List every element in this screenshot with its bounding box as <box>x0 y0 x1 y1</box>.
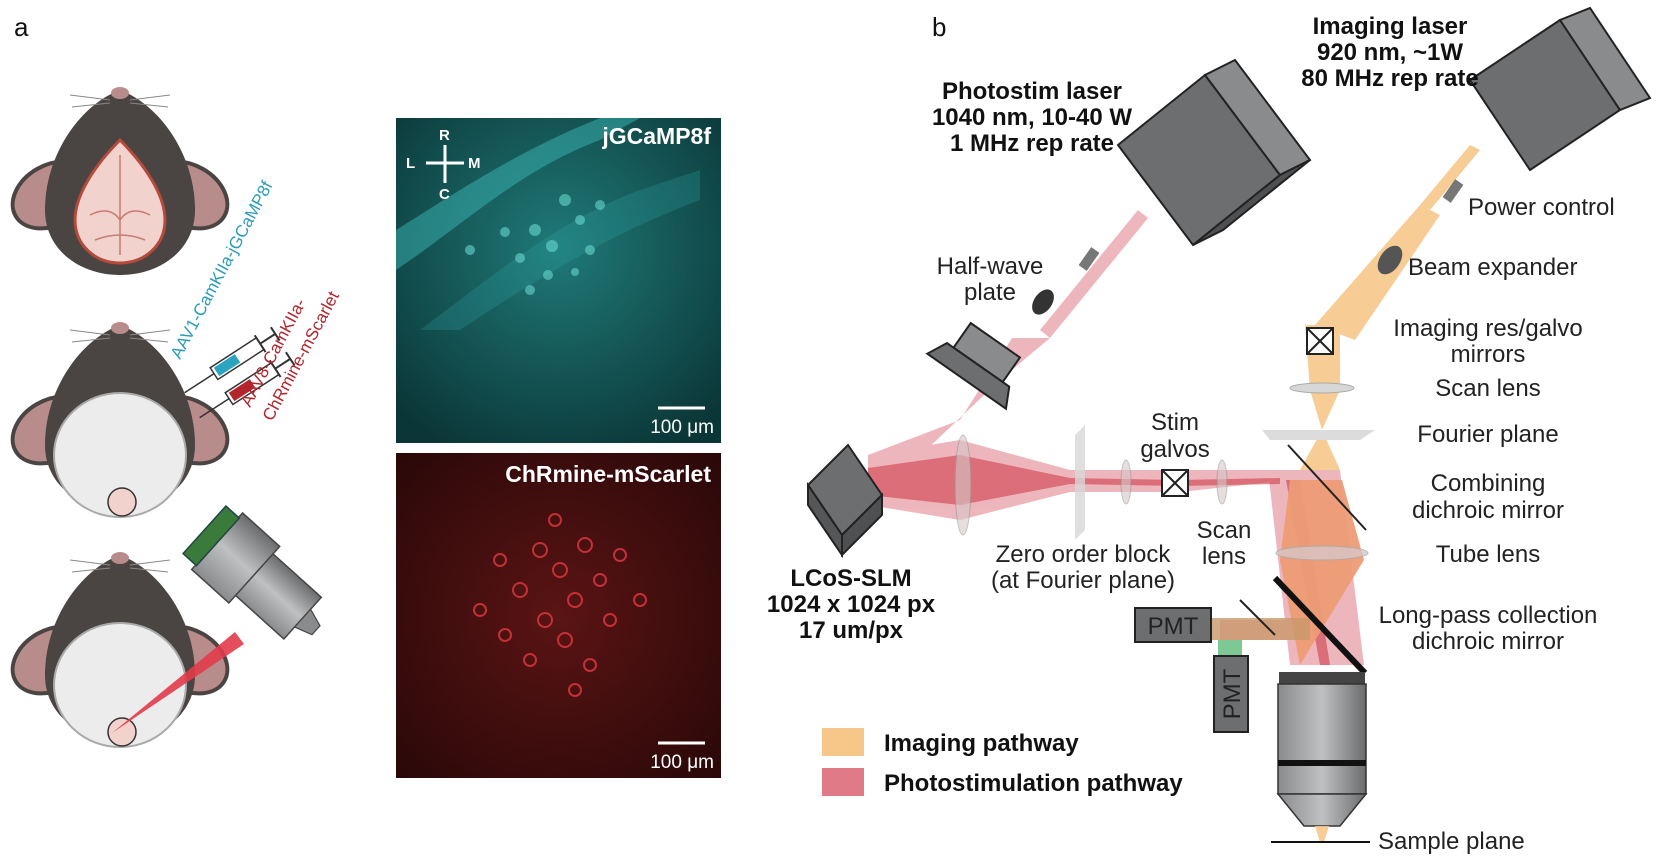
sample-plane-label: Sample plane <box>1378 828 1525 855</box>
pmt-icon: PMT <box>1134 607 1212 643</box>
fourier-plane-label: Fourier plane <box>1417 421 1558 448</box>
half-wave-line2: plate <box>964 279 1016 306</box>
legend: Imaging pathway Photostimulation pathway <box>822 728 1183 797</box>
imaging-laser-line1: Imaging laser <box>1313 13 1468 40</box>
lens-icon <box>1216 459 1228 505</box>
micrograph-title-top: jGCaMP8f <box>601 123 711 149</box>
laser-icon <box>1468 6 1652 172</box>
panel-letter-a: a <box>14 12 29 42</box>
laser-beam <box>112 632 244 733</box>
zero-order-line2: (at Fourier plane) <box>991 567 1175 594</box>
orientation-c: C <box>439 186 450 203</box>
imaging-mirrors-line1: Imaging res/galvo <box>1393 315 1582 342</box>
mirror-icon <box>1306 327 1334 355</box>
orientation-r: R <box>439 127 450 144</box>
lens-icon <box>1120 459 1132 505</box>
zero-order-block-icon <box>1075 425 1085 540</box>
collection-beam <box>1210 618 1310 640</box>
mirror-icon <box>1161 469 1189 497</box>
objective-icon <box>182 504 323 641</box>
scan-lens-imaging-label: Scan lens <box>1435 375 1540 402</box>
photostim-laser-line1: Photostim laser <box>942 78 1122 105</box>
scale-bar-label-bottom: 100 μm <box>650 752 714 773</box>
imaging-laser-line2: 920 nm, ~1W <box>1317 39 1463 66</box>
power-control-label: Power control <box>1468 194 1615 221</box>
long-pass-line1: Long-pass collection <box>1379 602 1598 629</box>
long-pass-line2: dichroic mirror <box>1412 628 1564 655</box>
pmt-label-1: PMT <box>1148 613 1199 640</box>
half-wave-plate-icon <box>1032 289 1054 315</box>
legend-label-photostim: Photostimulation pathway <box>884 770 1183 797</box>
slm-line2: 1024 x 1024 px <box>767 591 936 618</box>
orientation-l: L <box>406 155 415 172</box>
combining-line2: dichroic mirror <box>1412 497 1564 524</box>
combining-line1: Combining <box>1431 470 1546 497</box>
micrograph-chrmine: ChRmine-mScarlet 100 μm <box>396 453 721 778</box>
half-wave-line1: Half-wave <box>937 253 1044 280</box>
scan-lens-stim-line2: lens <box>1202 543 1246 570</box>
lens-icon <box>1289 382 1355 394</box>
syringe-icon <box>199 351 296 419</box>
lens-icon <box>925 321 1022 411</box>
stim-galvos-line1: Stim <box>1151 409 1199 436</box>
photostim-laser-line2: 1040 nm, 10-40 W <box>932 104 1132 131</box>
laser-icon <box>1116 58 1312 247</box>
legend-label-imaging: Imaging pathway <box>884 730 1079 757</box>
imaging-mirrors-line2: mirrors <box>1451 341 1526 368</box>
scale-bar-label-top: 100 μm <box>650 417 714 438</box>
beam-expander-icon <box>1377 245 1403 275</box>
beam-expander-label: Beam expander <box>1408 254 1577 281</box>
pmt-label-2: PMT <box>1219 668 1246 719</box>
mouse-icon <box>10 322 230 518</box>
legend-swatch-photostim <box>822 768 864 796</box>
mouse-icon <box>10 552 230 748</box>
combining-dichroic-icon <box>1287 444 1367 531</box>
scan-lens-stim-line1: Scan <box>1197 517 1252 544</box>
pmt-icon: PMT <box>1213 655 1249 733</box>
fourier-plane-icon <box>1262 430 1375 440</box>
zero-order-line1: Zero order block <box>996 541 1172 568</box>
slm-line3: 17 um/px <box>799 617 904 644</box>
slm-icon <box>806 443 884 559</box>
legend-swatch-imaging <box>822 728 864 756</box>
lens-icon <box>954 434 972 536</box>
micrograph-jgcamp: R L M C jGCaMP8f 100 μm <box>396 118 721 443</box>
stim-galvos-line2: galvos <box>1140 436 1209 463</box>
imaging-laser-line3: 80 MHz rep rate <box>1301 65 1478 92</box>
tube-lens-label: Tube lens <box>1436 541 1541 568</box>
micrograph-title-bottom: ChRmine-mScarlet <box>505 461 711 487</box>
long-pass-dichroic-icon <box>1272 575 1368 676</box>
syringe-icon <box>184 326 281 394</box>
lens-icon <box>1275 545 1369 561</box>
collection-beam-green <box>1218 640 1242 656</box>
orientation-m: M <box>468 155 481 172</box>
photostim-laser-line3: 1 MHz rep rate <box>950 130 1114 157</box>
power-control-icon <box>1442 179 1464 203</box>
mouse-icon <box>10 87 230 275</box>
filter-icon <box>1078 247 1100 271</box>
objective-icon <box>1276 672 1368 842</box>
panel-letter-b: b <box>932 12 946 42</box>
slm-line1: LCoS-SLM <box>790 565 911 592</box>
pmt-mirror-icon <box>1239 599 1276 636</box>
